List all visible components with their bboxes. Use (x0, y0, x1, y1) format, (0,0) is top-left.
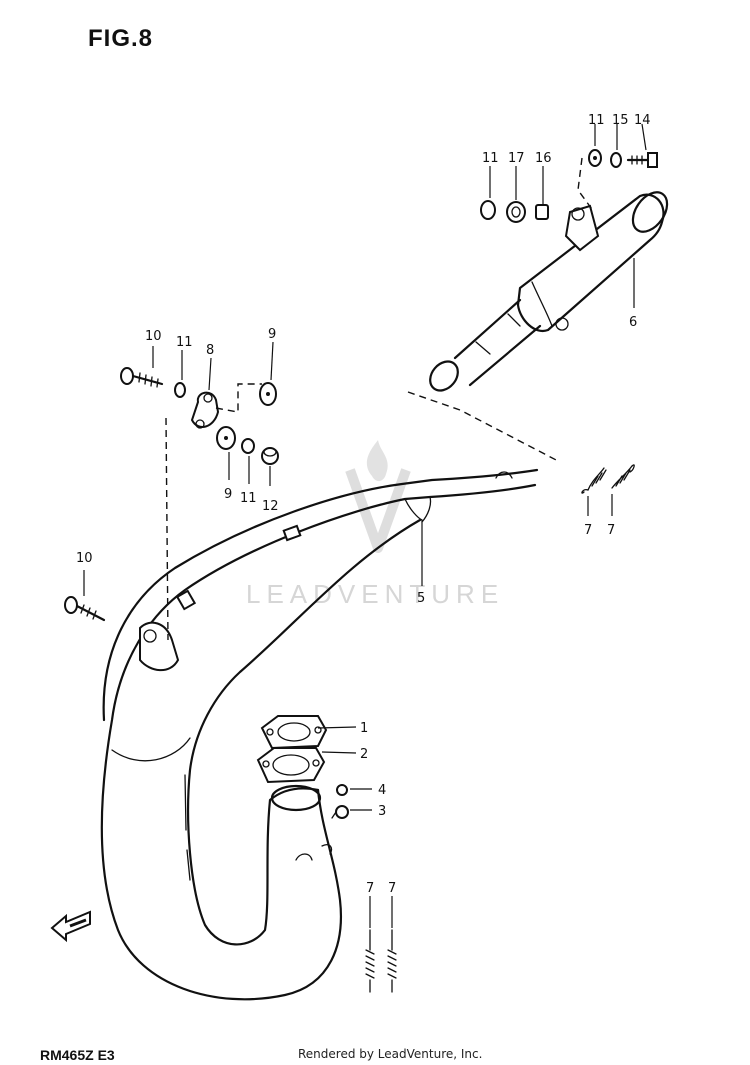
model-code: RM465Z E3 (40, 1047, 115, 1063)
stud-3 (331, 805, 349, 819)
nut-11-bottom (241, 438, 255, 454)
bolt-10-top (120, 367, 164, 388)
nut-11-top (174, 382, 186, 398)
callout-10-left: 10 (76, 551, 93, 566)
callout-15-top: 11 (588, 113, 605, 128)
exhaust-pipe (100, 468, 539, 1001)
spring-7-lower-left (365, 929, 375, 993)
leader-lines (83, 123, 647, 928)
callout-11-bottom: 11 (240, 491, 257, 506)
callout-7-upper-left: 7 (584, 523, 592, 538)
callout-7-upper-right: 7 (607, 523, 615, 538)
callout-5: 5 (417, 591, 425, 606)
assembly-guides (165, 157, 595, 641)
bushing-17 (506, 201, 526, 223)
callout-14: 15 (612, 113, 629, 128)
callout-16: 16 (535, 151, 552, 166)
collar-16 (535, 204, 549, 220)
callout-2: 2 (360, 747, 368, 762)
watermark-logo-icon (345, 440, 411, 553)
callout-6: 6 (629, 315, 637, 330)
callout-1: 1 (360, 721, 368, 736)
callout-4: 4 (378, 783, 386, 798)
callout-12: 12 (262, 499, 279, 514)
callout-8: 8 (206, 343, 214, 358)
bracket-8 (190, 391, 220, 429)
bolt-10-left (64, 596, 106, 622)
washer-15-top (588, 149, 602, 167)
callout-11-top: 11 (176, 335, 193, 350)
callout-7-lower-left: 7 (366, 881, 374, 896)
nut-12 (261, 447, 279, 465)
washer-9-top (259, 382, 277, 406)
nut-14 (610, 152, 622, 168)
callout-3: 3 (378, 804, 386, 819)
nut-4 (336, 784, 348, 796)
watermark-text: LEADVENTURE (246, 579, 504, 609)
gasket-2 (256, 747, 326, 784)
bolt-13 (626, 152, 658, 168)
callout-15-left: 11 (482, 151, 499, 166)
muffler (429, 191, 669, 392)
spring-7-upper-left (581, 467, 607, 494)
callout-labels: 11 15 14 11 17 16 6 10 11 8 9 9 11 12 7 … (76, 113, 651, 896)
spring-7-lower-right (387, 929, 397, 993)
callout-10-top: 10 (145, 329, 162, 344)
watermark: LEADVENTURE (246, 440, 504, 609)
spring-7-upper-right (611, 464, 635, 489)
gasket-1 (260, 715, 328, 750)
rendered-by-credit: Rendered by LeadVenture, Inc. (298, 1047, 482, 1061)
callout-7-lower-right: 7 (388, 881, 396, 896)
callout-17: 17 (508, 151, 525, 166)
callout-9-top: 9 (268, 327, 276, 342)
figure-title: FIG.8 (88, 25, 153, 52)
front-arrow-icon (50, 910, 91, 943)
washer-9-bottom (216, 426, 236, 450)
callout-9-bottom: 9 (224, 487, 232, 502)
washer-15-left (480, 200, 496, 220)
callout-13: 14 (634, 113, 651, 128)
